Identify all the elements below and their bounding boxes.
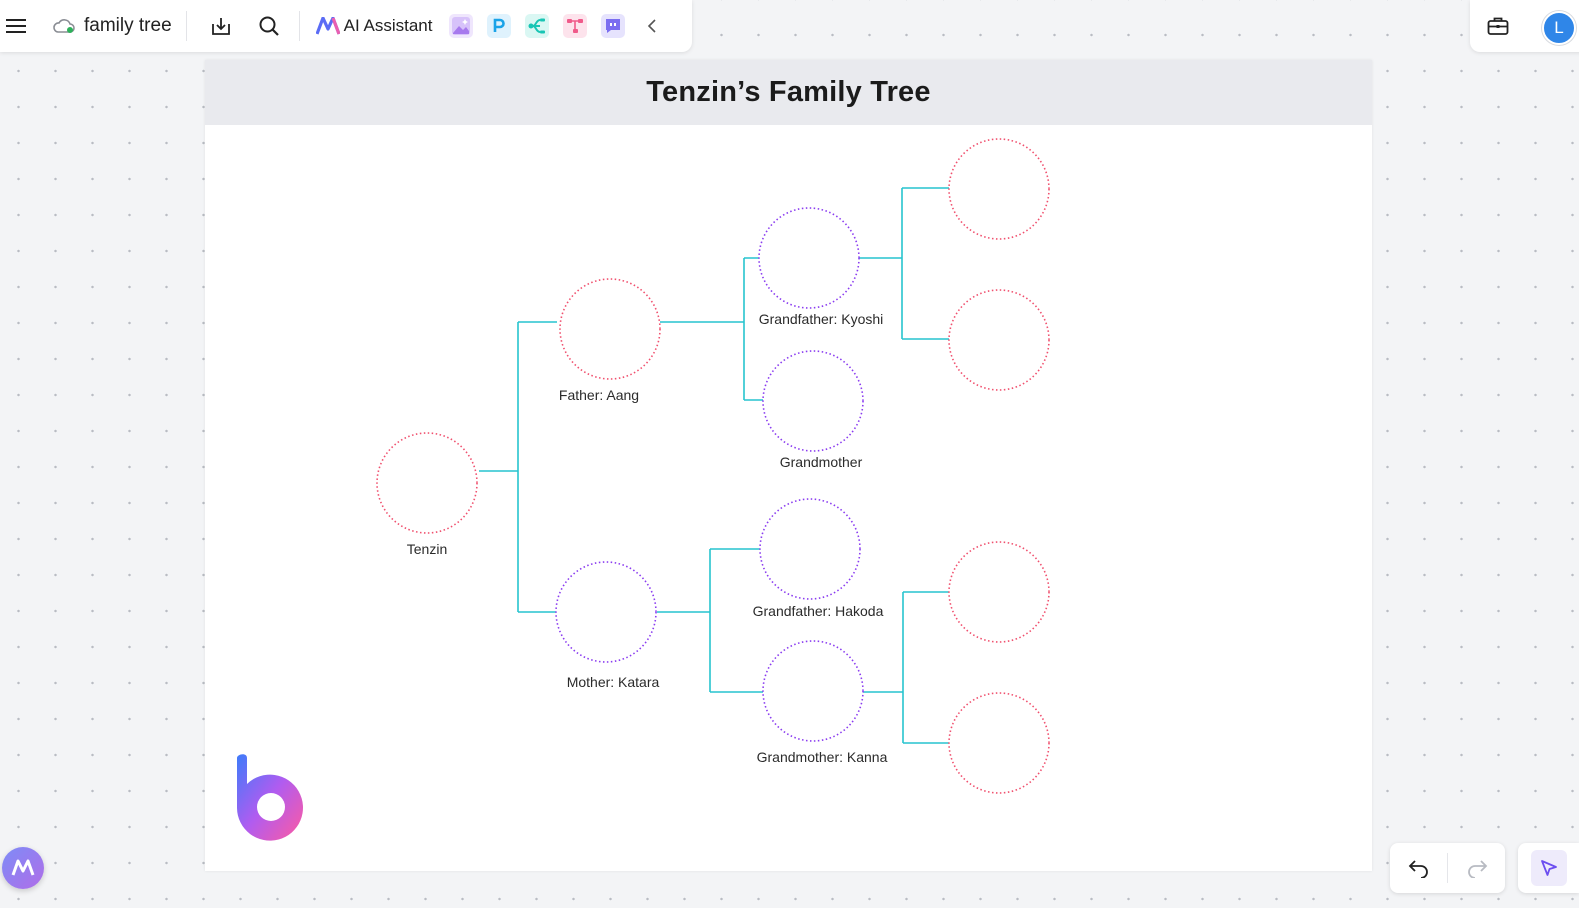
- cursor-select-icon: [1540, 860, 1557, 876]
- label-grandfather-hakoda: Grandfather: Hakoda: [752, 603, 884, 619]
- person-circles: [376, 138, 1050, 794]
- label-father: Father: Aang: [558, 387, 640, 403]
- mother-circle: [555, 561, 657, 663]
- chat-icon: [606, 19, 621, 33]
- undo-button[interactable]: [1390, 843, 1447, 893]
- toolbar-divider: [185, 11, 187, 41]
- undo-icon: [1408, 860, 1428, 878]
- label-grandmother-kanna: Grandmother: Kanna: [756, 749, 888, 765]
- ai-assistant-icon: [11, 859, 35, 876]
- ai-image-icon: [452, 17, 471, 35]
- mindmap-button[interactable]: [525, 14, 550, 38]
- hamburger-menu-icon: [6, 19, 26, 33]
- family-tree-diagram: [237, 138, 1050, 841]
- connector-father-grandparents: [660, 257, 763, 401]
- file-title-area[interactable]: family tree: [52, 0, 172, 52]
- download-icon: [211, 18, 230, 35]
- title-band: Tenzin’s Family Tree: [205, 60, 1372, 125]
- father-circle: [559, 278, 661, 380]
- great-grandparent-circle-4: [948, 692, 1050, 794]
- label-tenzin: Tenzin: [406, 541, 448, 557]
- tenzin-circle: [376, 432, 478, 534]
- label-grandmother-paternal: Grandmother: [779, 454, 863, 470]
- redo-button[interactable]: [1448, 843, 1505, 893]
- mindmap-icon: [528, 18, 546, 34]
- connector-kyoshi-parents: [859, 187, 949, 340]
- history-divider: [1447, 853, 1448, 883]
- connector-tenzin-parents: [479, 321, 557, 613]
- redo-icon: [1467, 860, 1487, 878]
- select-tool[interactable]: [1518, 843, 1579, 893]
- top-toolbar: family tree AI Assistant: [0, 0, 692, 52]
- label-grandfather-kyoshi: Grandfather: Kyoshi: [758, 311, 884, 327]
- chevron-left-icon: [648, 19, 657, 33]
- download-button[interactable]: [201, 0, 241, 52]
- presentation-button[interactable]: [487, 14, 512, 38]
- collapse-toolbar-button[interactable]: [638, 0, 666, 52]
- grandmother-kanna-circle: [762, 640, 864, 742]
- ai-logo-icon: [315, 17, 340, 35]
- ai-assistant-label: AI Assistant: [343, 16, 433, 35]
- great-grandparent-circle-3: [948, 541, 1050, 643]
- great-grandparent-circle-2: [948, 289, 1050, 391]
- search-icon: [259, 16, 279, 36]
- page-title[interactable]: Tenzin’s Family Tree: [646, 76, 931, 108]
- avatar-letter: L: [1554, 18, 1564, 37]
- connector-kanna-parents: [863, 591, 949, 744]
- great-grandparent-circle-1: [948, 138, 1050, 240]
- ai-image-button[interactable]: [449, 14, 474, 38]
- flowchart-icon: [567, 19, 584, 33]
- flowchart-button[interactable]: [563, 14, 588, 38]
- ai-assistant-fab[interactable]: [2, 847, 44, 889]
- app-shortcuts: [442, 0, 632, 52]
- user-avatar[interactable]: L: [1542, 11, 1576, 45]
- menu-button[interactable]: [2, 0, 30, 52]
- connector-mother-grandparents: [657, 548, 763, 693]
- connectors: [479, 187, 949, 744]
- boardmix-logo: [237, 754, 303, 841]
- briefcase-icon: [1487, 17, 1509, 35]
- presentation-p-icon: [494, 18, 506, 32]
- grandmother-paternal-circle: [762, 350, 864, 452]
- canvas-board[interactable]: Tenzin’s Family Tree: [205, 60, 1372, 871]
- ai-assistant-button[interactable]: AI Assistant: [315, 0, 433, 52]
- chat-button[interactable]: [601, 14, 626, 38]
- toolkit-button[interactable]: [1484, 12, 1512, 40]
- search-button[interactable]: [249, 0, 289, 52]
- history-controls: [1390, 843, 1505, 893]
- grandfather-hakoda-circle: [759, 498, 861, 600]
- grandfather-kyoshi-circle: [758, 207, 860, 309]
- label-mother: Mother: Katara: [566, 674, 660, 690]
- select-tool-active[interactable]: [1530, 850, 1567, 886]
- cloud-saved-icon: [53, 19, 75, 33]
- toolbar-divider: [298, 11, 300, 41]
- file-title[interactable]: family tree: [84, 15, 172, 36]
